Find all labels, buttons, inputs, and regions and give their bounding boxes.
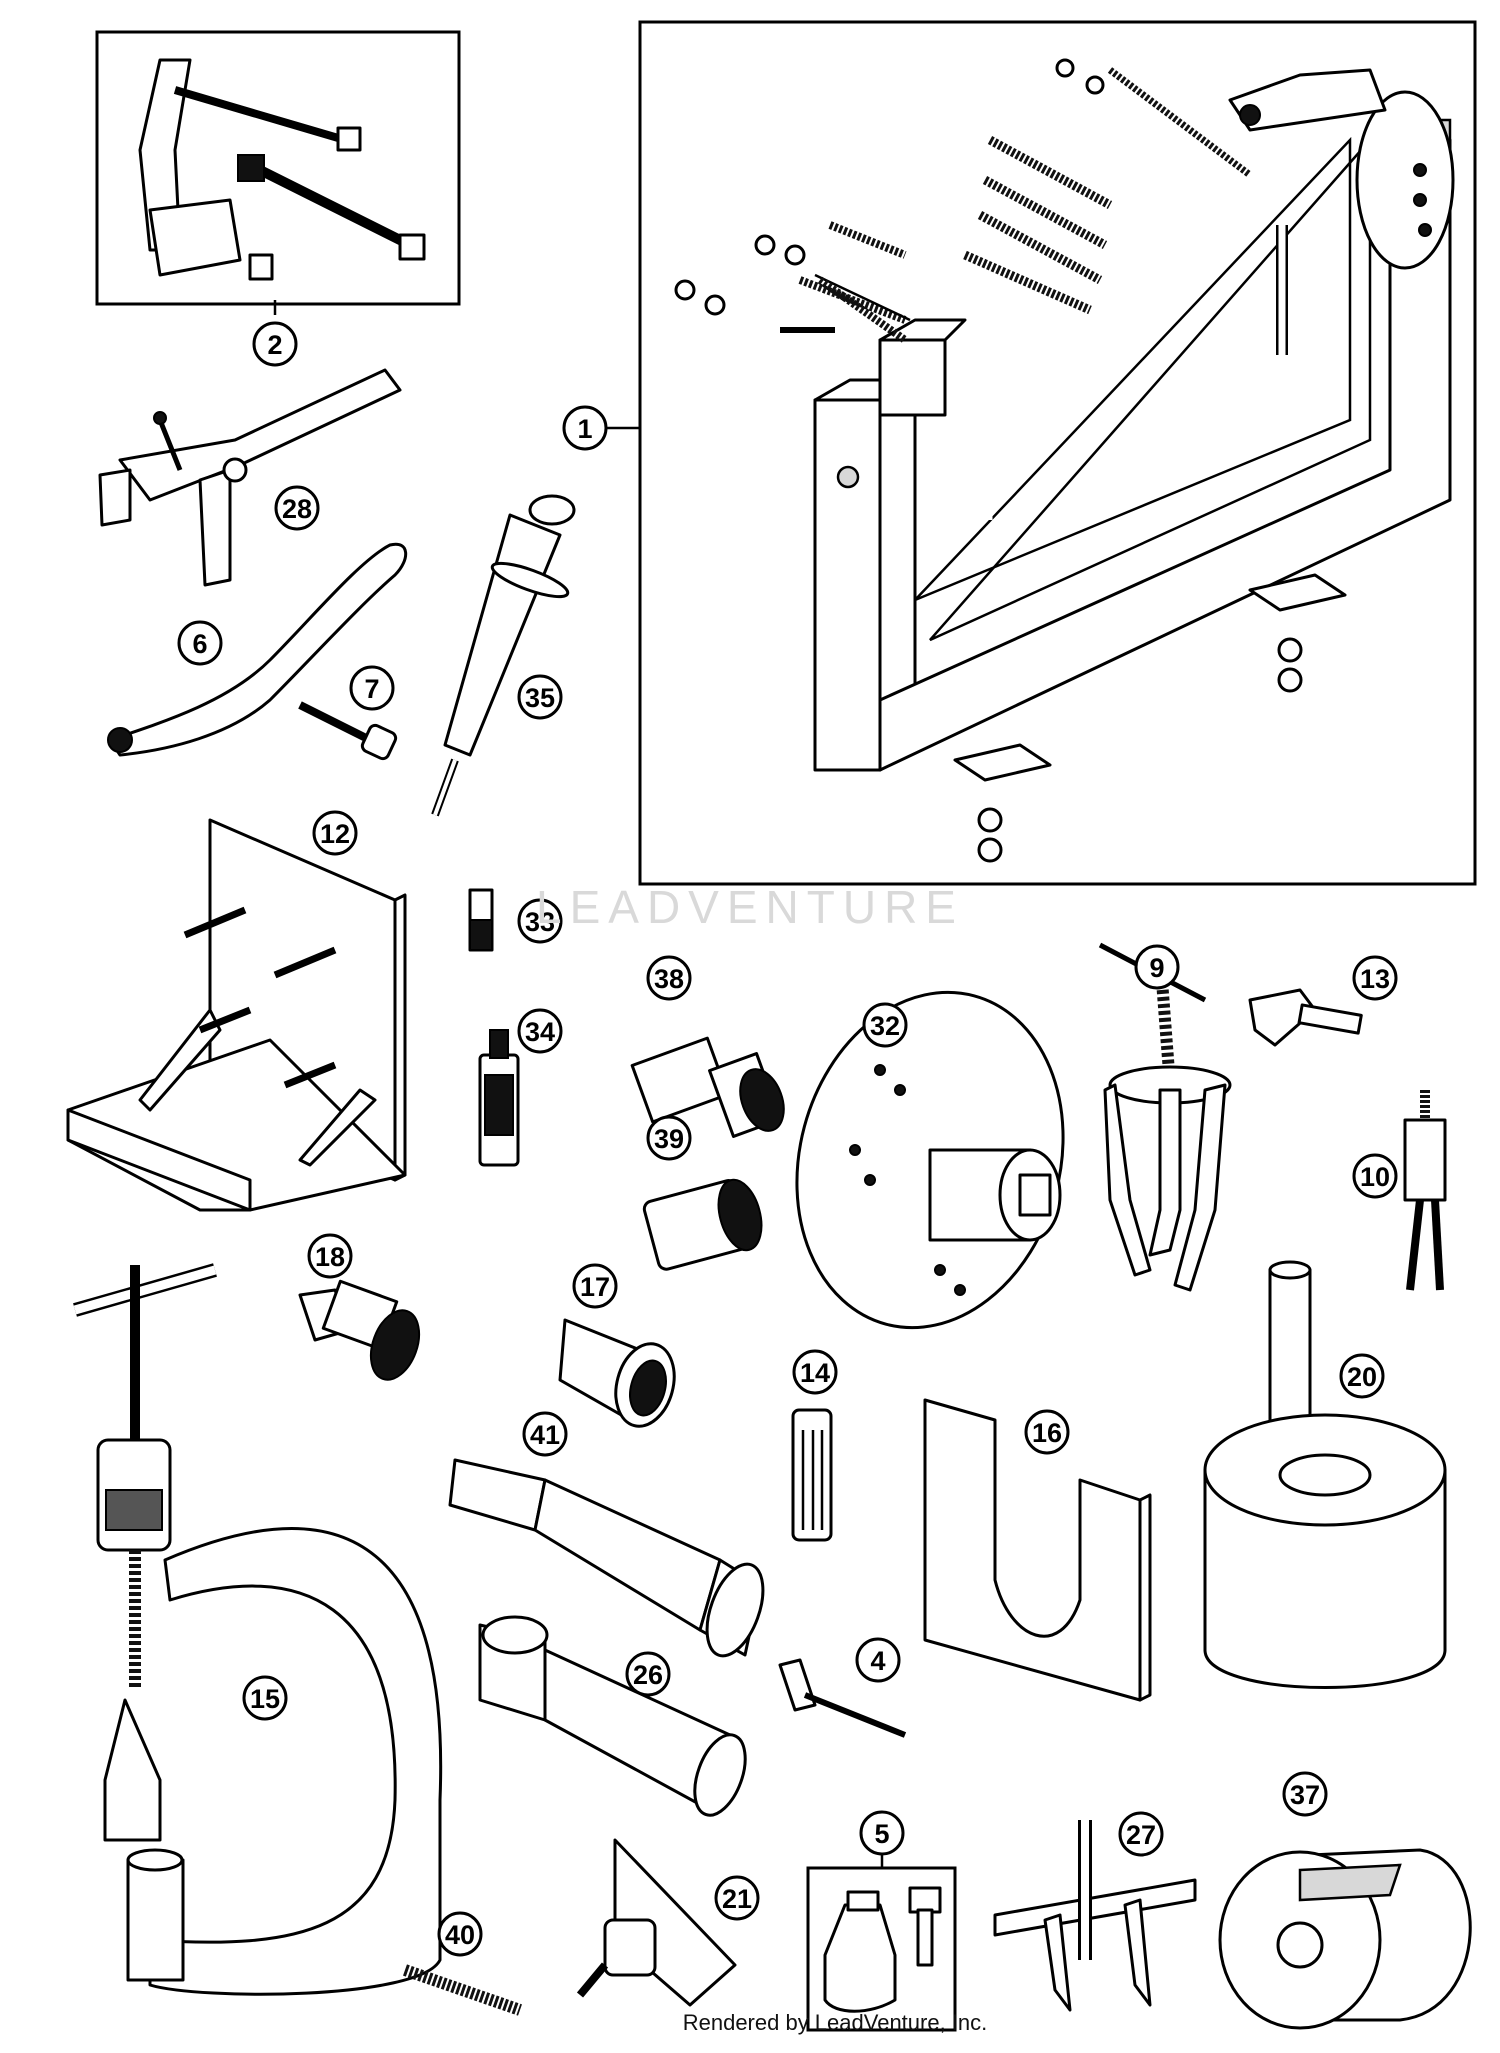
callout-7: 7 (349, 665, 395, 711)
callout-10: 10 (1352, 1153, 1398, 1199)
callout-15: 15 (242, 1675, 288, 1721)
footer-credit-text: Rendered by LeadVenture, Inc. (682, 2010, 988, 2035)
part-18-adapter (298, 1279, 421, 1381)
part-9-puller (1098, 942, 1232, 1292)
part-1-frame-box (638, 20, 1477, 886)
part-32-puller-plate (795, 990, 1065, 1330)
part-37-cylinder (1218, 1848, 1472, 2030)
part-12-angle-plate (66, 818, 407, 1212)
callout-39: 39 (646, 1115, 692, 1161)
footer-credit: Rendered by LeadVenture, Inc. (0, 2010, 1500, 2036)
callout-38-label: 38 (654, 964, 684, 994)
callout-15-label: 15 (250, 1684, 280, 1714)
callout-27: 27 (1118, 1811, 1164, 1857)
part-5-socket-set (806, 1855, 957, 2032)
callout-6: 6 (177, 620, 223, 666)
callout-12-label: 12 (320, 819, 350, 849)
part-4-hex-key (778, 1658, 907, 1738)
callout-28-label: 28 (282, 494, 312, 524)
callout-6-label: 6 (192, 629, 207, 659)
callout-9: 9 (1134, 944, 1180, 990)
callout-21: 21 (714, 1875, 760, 1921)
part-27-bar-puller (993, 1820, 1197, 2012)
part-10-slide-hammer (1403, 1090, 1447, 1291)
part-41-driver (448, 1458, 765, 1658)
part-13-knob (1248, 988, 1363, 1047)
callout-4: 4 (855, 1637, 901, 1683)
callout-10-label: 10 (1360, 1162, 1390, 1192)
part-6-lever (107, 542, 408, 757)
callout-20-label: 20 (1347, 1362, 1377, 1392)
stand-bolts (674, 58, 1288, 520)
callout-40-label: 40 (445, 1920, 475, 1950)
callout-27-label: 27 (1126, 1820, 1156, 1850)
callout-1: 1 (562, 405, 608, 451)
callout-35-label: 35 (525, 683, 555, 713)
part-33-tube (468, 888, 494, 952)
callout-32: 32 (862, 1002, 908, 1048)
callout-14: 14 (792, 1349, 838, 1395)
callout-34-label: 34 (525, 1017, 555, 1047)
callout-26-label: 26 (633, 1660, 663, 1690)
callout-41: 41 (522, 1411, 568, 1457)
callout-17-label: 17 (580, 1272, 610, 1302)
part-15-c-clamp (73, 1263, 443, 1996)
callout-40: 40 (437, 1911, 483, 1957)
callout-20: 20 (1339, 1353, 1385, 1399)
part-34-bottle (478, 1029, 520, 1167)
part-16-u-block (923, 1398, 1152, 1702)
part-28-bracket (98, 368, 402, 587)
callout-34: 34 (517, 1008, 563, 1054)
callout-13: 13 (1352, 955, 1398, 1001)
callout-37-label: 37 (1290, 1780, 1320, 1810)
part-17-sleeve (558, 1318, 676, 1428)
callout-4-label: 4 (870, 1646, 885, 1676)
callout-16: 16 (1024, 1409, 1070, 1455)
callout-35: 35 (517, 674, 563, 720)
callout-16-label: 16 (1032, 1418, 1062, 1448)
part-1-engine-stand (604, 20, 1477, 886)
callout-33: 33 (517, 898, 563, 944)
part-14-holder (791, 1408, 833, 1542)
part-39-sleeve (642, 1178, 763, 1271)
part-35-syringe (431, 494, 576, 817)
callout-21-label: 21 (722, 1884, 752, 1914)
callout-5-label: 5 (874, 1819, 889, 1849)
part-26-sleeve (478, 1615, 747, 1817)
part-20-press-tool (1203, 1260, 1447, 1689)
callout-38: 38 (646, 955, 692, 1001)
part-2-frame-box (95, 30, 461, 306)
part-40-spring (403, 1964, 522, 2016)
callout-28: 28 (274, 485, 320, 531)
callout-5: 5 (859, 1810, 905, 1856)
callout-9-label: 9 (1149, 953, 1164, 983)
callout-26: 26 (625, 1651, 671, 1697)
part-2-fixture (95, 30, 461, 315)
callout-39-label: 39 (654, 1124, 684, 1154)
callout-7-label: 7 (364, 674, 379, 704)
part-21-plate (576, 1838, 737, 2007)
callout-41-label: 41 (530, 1420, 560, 1450)
callout-18-label: 18 (315, 1242, 345, 1272)
callout-2-label: 2 (267, 330, 282, 360)
callout-32-label: 32 (870, 1011, 900, 1041)
callout-37: 37 (1282, 1771, 1328, 1817)
callout-17: 17 (572, 1263, 618, 1309)
callout-12: 12 (312, 810, 358, 856)
callout-1-label: 1 (577, 414, 592, 444)
callout-33-label: 33 (525, 907, 555, 937)
callout-2: 2 (252, 321, 298, 367)
callout-13-label: 13 (1360, 964, 1390, 994)
part-38-sleeve (630, 1036, 785, 1138)
callout-18: 18 (307, 1233, 353, 1279)
stand-left-post (813, 398, 882, 772)
part-7-pin (298, 701, 398, 761)
callout-14-label: 14 (800, 1358, 830, 1388)
